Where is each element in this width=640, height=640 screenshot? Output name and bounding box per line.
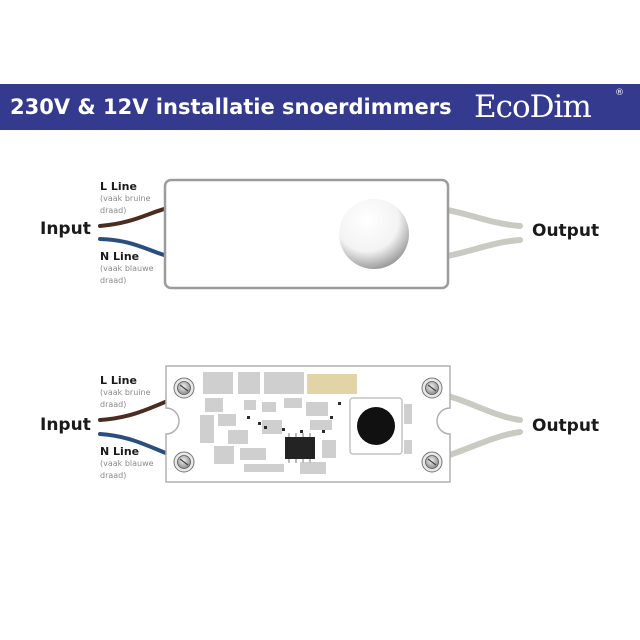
bottom-output-wire-upper xyxy=(437,391,523,423)
bottom-output-label: Output xyxy=(532,416,600,436)
push-button-component xyxy=(349,397,403,455)
top-l-line-wire xyxy=(98,206,170,228)
bottom-l-line-label: L Line xyxy=(100,374,137,387)
top-output-label: Output xyxy=(532,221,600,241)
bottom-input-label: Input xyxy=(40,415,91,435)
screw-terminal-n xyxy=(173,451,195,473)
bottom-pcb-diagram xyxy=(98,365,523,483)
top-l-line-label: L Line xyxy=(100,180,137,193)
top-output-wire-upper xyxy=(444,207,523,229)
top-n-line-note: (vaak blauwe draad) xyxy=(100,264,154,285)
smd-components xyxy=(247,402,341,433)
screw-terminal-out-1 xyxy=(421,377,443,399)
pcb-fuse-pad xyxy=(307,374,357,394)
header-bar: 230V & 12V installatie snoerdimmers EcoD… xyxy=(0,84,640,130)
top-l-line-note: (vaak bruine draad) xyxy=(100,194,151,215)
screw-terminal-l xyxy=(173,377,195,399)
screw-terminal-out-2 xyxy=(421,451,443,473)
bottom-l-line-note: (vaak bruine draad) xyxy=(100,388,151,409)
bottom-n-line-note: (vaak blauwe draad) xyxy=(100,459,154,480)
top-dimmer-diagram xyxy=(98,178,523,290)
page-title: 230V & 12V installatie snoerdimmers xyxy=(10,95,452,119)
terminal-screws xyxy=(173,377,443,473)
top-input-label: Input xyxy=(40,219,91,239)
ecodim-logo: EcoDim ® xyxy=(474,86,624,128)
top-n-line-label: N Line xyxy=(100,250,140,263)
logo-registered-mark: ® xyxy=(615,88,624,98)
top-output-wire-lower xyxy=(444,237,523,259)
bottom-n-line-label: N Line xyxy=(100,445,140,458)
dimmer-knob xyxy=(339,199,409,269)
ic-chip xyxy=(285,433,315,463)
bottom-output-wire-lower xyxy=(437,429,523,461)
logo-text: EcoDim xyxy=(474,89,592,125)
top-n-line-wire xyxy=(98,237,170,258)
pcb-traces xyxy=(200,372,412,474)
